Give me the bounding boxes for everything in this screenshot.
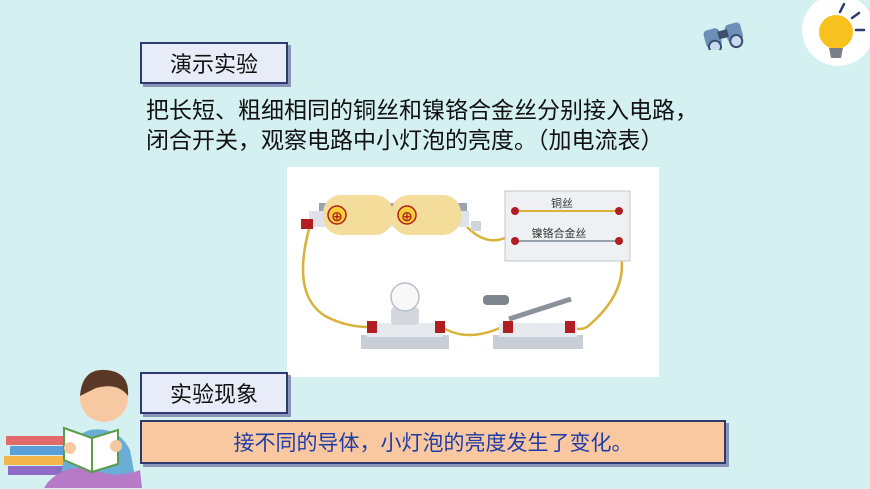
nichrome-wire-label: 镍铬合金丝 [532, 226, 587, 240]
section-label-demo: 演示实验 [140, 42, 288, 84]
section-label-phenomenon: 实验现象 [140, 372, 288, 414]
reading-child-illustration [4, 369, 142, 488]
circuit-diagram: ⊕ ⊕ 铜丝 镍铬合金丝 [287, 167, 659, 377]
battery-plus-2: ⊕ [401, 209, 413, 225]
section-label-demo-text: 演示实验 [169, 53, 258, 78]
section-label-phenomenon-text: 实验现象 [169, 383, 258, 408]
lightbulb-base [361, 282, 449, 349]
binoculars-icon [703, 22, 744, 50]
battery [301, 195, 481, 235]
knife-switch [483, 295, 583, 349]
wire-board [504, 190, 631, 262]
lightbulb-icon [802, 0, 870, 66]
result-text: 接不同的导体，小灯泡的亮度发生了变化。 [233, 431, 633, 455]
circuit-drawing: ⊕ ⊕ 铜丝 镍铬合金丝 [301, 190, 631, 349]
battery-plus-1: ⊕ [331, 209, 343, 225]
copper-wire-label: 铜丝 [551, 196, 573, 210]
result-box: 接不同的导体，小灯泡的亮度发生了变化。 [140, 420, 726, 464]
experiment-description: 把长短、粗细相同的铜丝和镍铬合金丝分别接入电路，闭合开关，观察电路中小灯泡的亮度… [146, 98, 698, 154]
